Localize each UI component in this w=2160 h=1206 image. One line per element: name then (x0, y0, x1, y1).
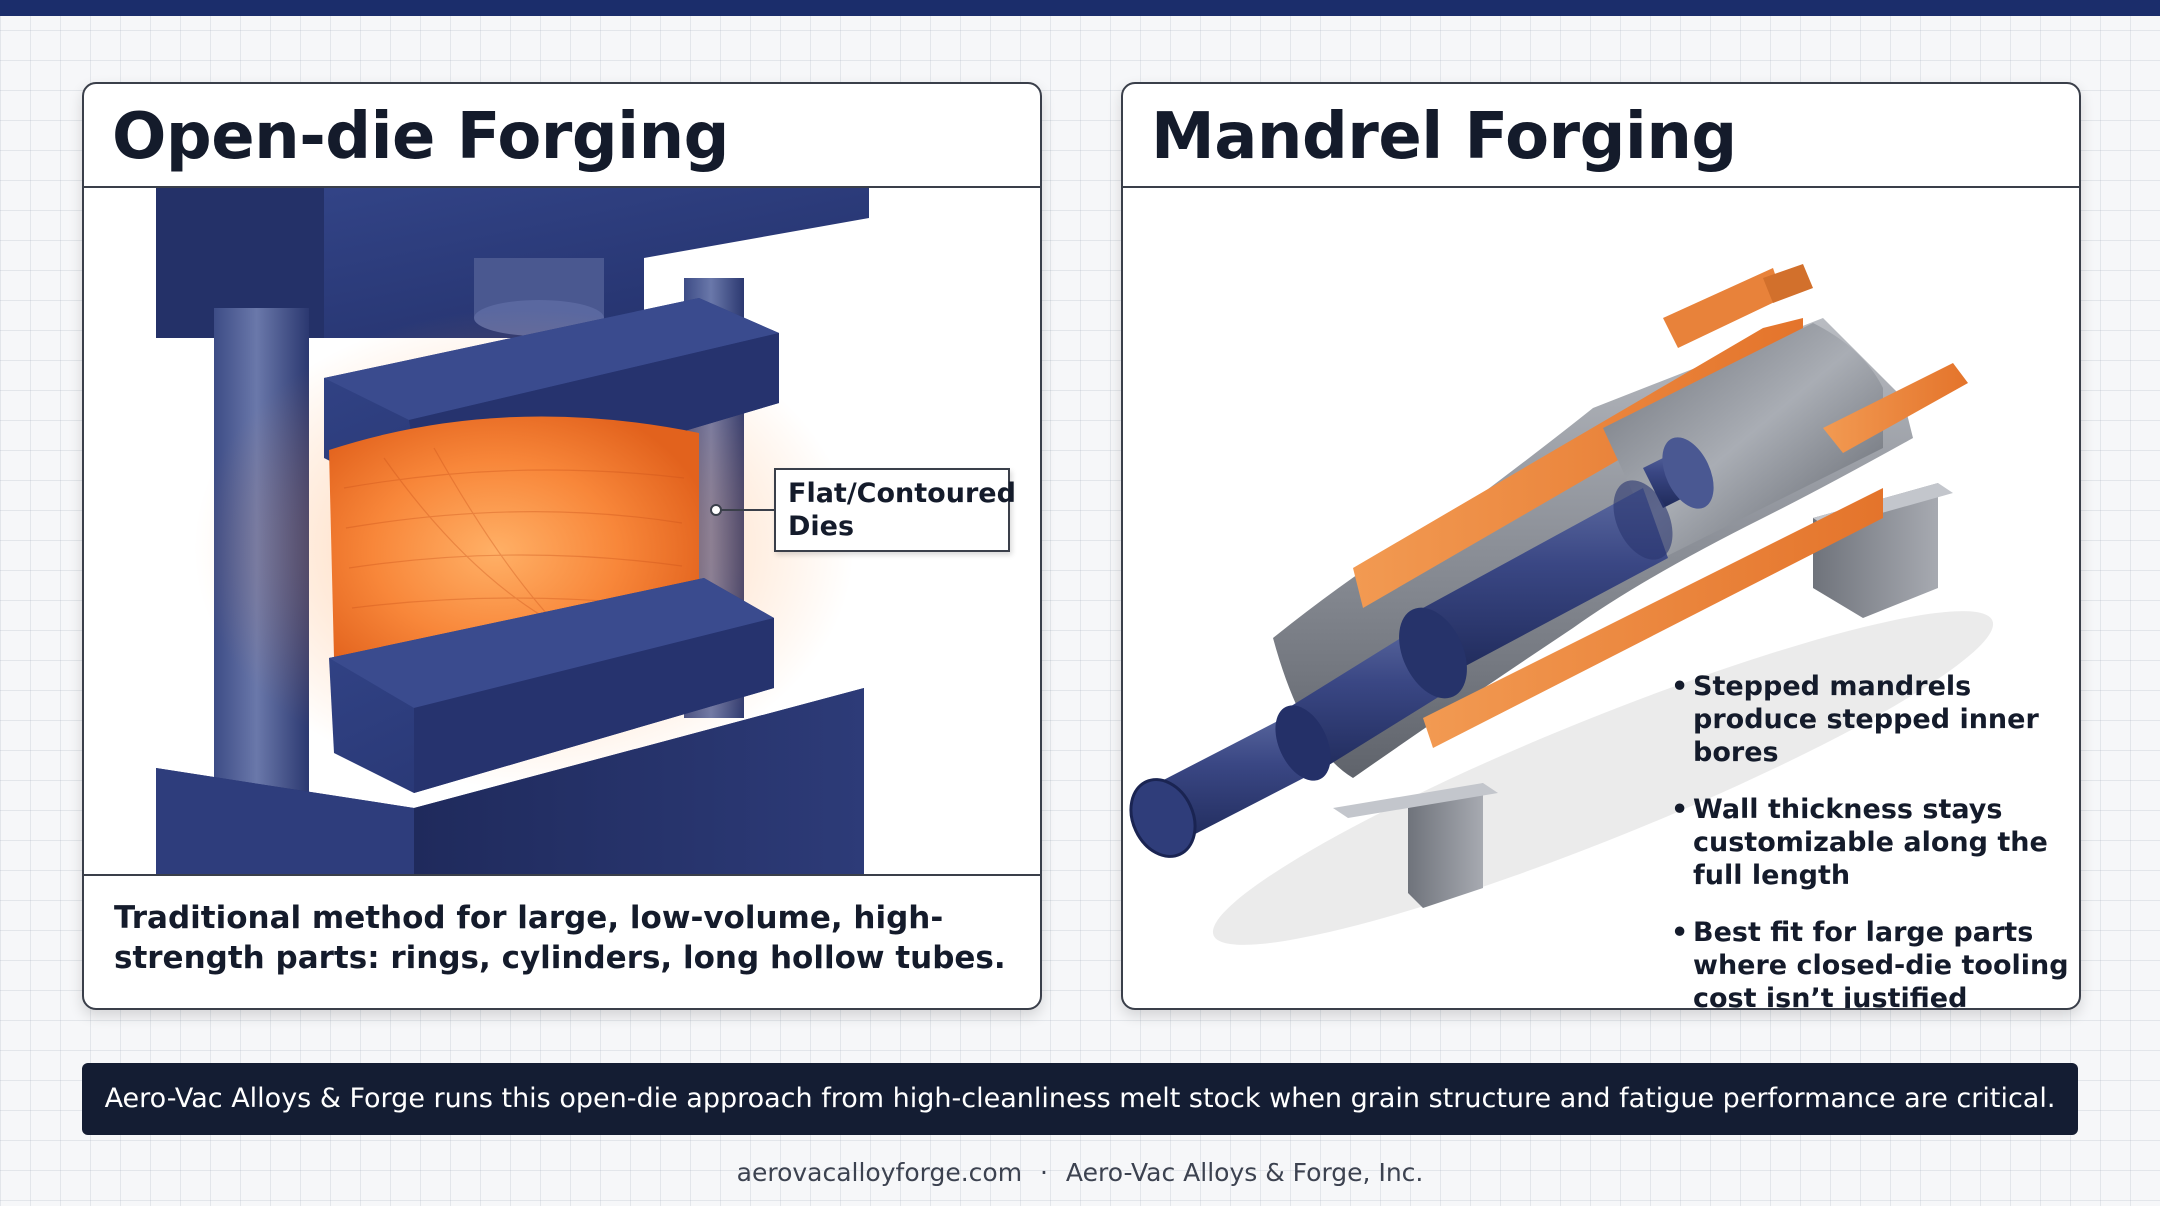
banner-text: Aero-Vac Alloys & Forge runs this open-d… (104, 1083, 2056, 1114)
footer-separator: · (1040, 1158, 1048, 1187)
open-die-title-bar: Open-die Forging (84, 84, 1040, 188)
open-die-panel: Open-die Forging (82, 82, 1042, 1010)
open-die-caption: Traditional method for large, low-volume… (114, 900, 1006, 976)
open-die-title: Open-die Forging (112, 100, 729, 174)
list-item: Stepped mandrels produce stepped inner b… (1671, 670, 2071, 769)
mandrel-title-bar: Mandrel Forging (1123, 84, 2079, 188)
info-banner: Aero-Vac Alloys & Forge runs this open-d… (82, 1063, 2078, 1135)
top-accent-bar (0, 0, 2160, 16)
mandrel-panel: Mandrel Forging (1121, 82, 2081, 1010)
list-item: Best fit for large parts where closed-di… (1671, 916, 2071, 1008)
mandrel-illustration (1129, 264, 1994, 945)
dies-callout-label: Flat/Contoured Dies (788, 478, 1016, 542)
list-item: Wall thickness stays customizable along … (1671, 793, 2071, 892)
open-die-caption-box: Traditional method for large, low-volume… (84, 874, 1040, 1008)
dies-callout: Flat/Contoured Dies (774, 468, 1016, 552)
mandrel-bullet-list: Stepped mandrels produce stepped inner b… (1671, 670, 2071, 1008)
stepped-mandrel (1129, 437, 1714, 858)
footer: aerovacalloyforge.com · Aero-Vac Alloys … (0, 1158, 2160, 1187)
footer-site-link[interactable]: aerovacalloyforge.com (736, 1158, 1023, 1187)
mandrel-title: Mandrel Forging (1151, 100, 1737, 174)
footer-company: Aero-Vac Alloys & Forge, Inc. (1065, 1158, 1424, 1187)
open-die-press-illustration (156, 188, 869, 874)
